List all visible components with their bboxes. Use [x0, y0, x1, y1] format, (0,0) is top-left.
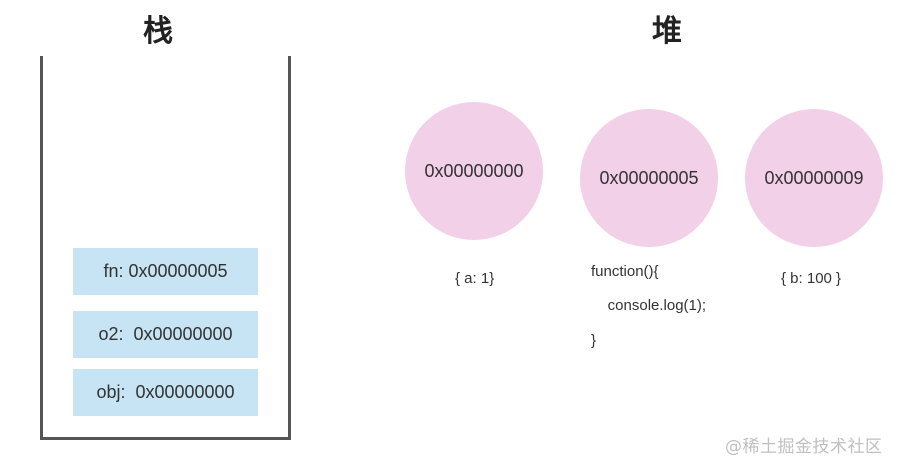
heap-address: 0x00000009	[764, 167, 864, 188]
stack-frame-o2: o2: 0x00000000	[73, 311, 258, 358]
function-code-line: console.log(1);	[591, 297, 707, 314]
stack-container	[40, 56, 291, 440]
stack-title: 栈	[143, 14, 173, 49]
stack-frame-fn: fn: 0x00000005	[73, 248, 258, 295]
heap-object-circle: 0x00000009	[745, 109, 883, 247]
heap-title: 堆	[652, 14, 682, 49]
stack-frame-obj: obj: 0x00000000	[73, 369, 258, 416]
heap-object-circle: 0x00000000	[405, 102, 543, 240]
heap-object-value: { a: 1}	[455, 270, 495, 287]
heap-object-value: { b: 100 }	[781, 270, 842, 287]
function-code-line: function(){	[591, 263, 659, 280]
heap-address: 0x00000005	[599, 167, 699, 188]
heap-address: 0x00000000	[424, 160, 524, 181]
watermark: @稀土掘金技术社区	[725, 437, 883, 457]
heap-function-circle: 0x00000005	[580, 109, 718, 247]
function-code-line: }	[591, 332, 597, 349]
